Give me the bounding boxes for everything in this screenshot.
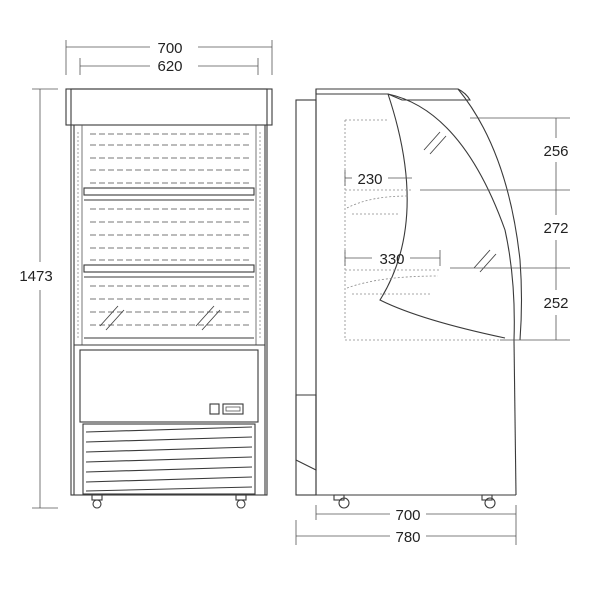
front-lower-panel [79, 349, 259, 423]
dim-side-height-bottom: 252 [543, 295, 568, 312]
dim-side-depth-780: 780 [395, 529, 420, 546]
side-caster-icon [333, 494, 496, 509]
front-dimensions [32, 40, 273, 509]
front-caster-icon [91, 494, 247, 509]
side-glass-reflection-icon [423, 131, 497, 273]
dim-side-depth-700: 700 [395, 507, 420, 524]
side-dimensions [295, 117, 570, 545]
side-view [295, 88, 523, 509]
front-upright-perforations [77, 132, 261, 340]
front-glass-reflection-icon [99, 305, 221, 331]
front-shelves [83, 187, 255, 278]
side-rear-housing [295, 394, 317, 471]
dim-front-width-overall: 700 [157, 40, 182, 57]
dim-side-shelf-depth-lower: 330 [379, 251, 404, 268]
side-rear-panel [295, 99, 317, 496]
dim-side-height-top: 256 [543, 143, 568, 160]
dim-side-shelf-depth-upper: 230 [357, 171, 382, 188]
side-internal-hidden-lines [344, 119, 500, 341]
dim-side-height-middle: 272 [543, 220, 568, 237]
front-view [65, 88, 273, 509]
front-back-panel-lines [90, 133, 250, 326]
front-cabinet-outline [70, 88, 268, 496]
dim-front-height-overall: 1473 [19, 268, 52, 285]
front-top-canopy [65, 88, 273, 126]
dim-front-width-inner: 620 [157, 58, 182, 75]
side-top-canopy [315, 88, 471, 101]
front-vent-grille [82, 423, 256, 495]
side-curved-glass [387, 93, 515, 341]
front-controller-icon [209, 403, 244, 415]
